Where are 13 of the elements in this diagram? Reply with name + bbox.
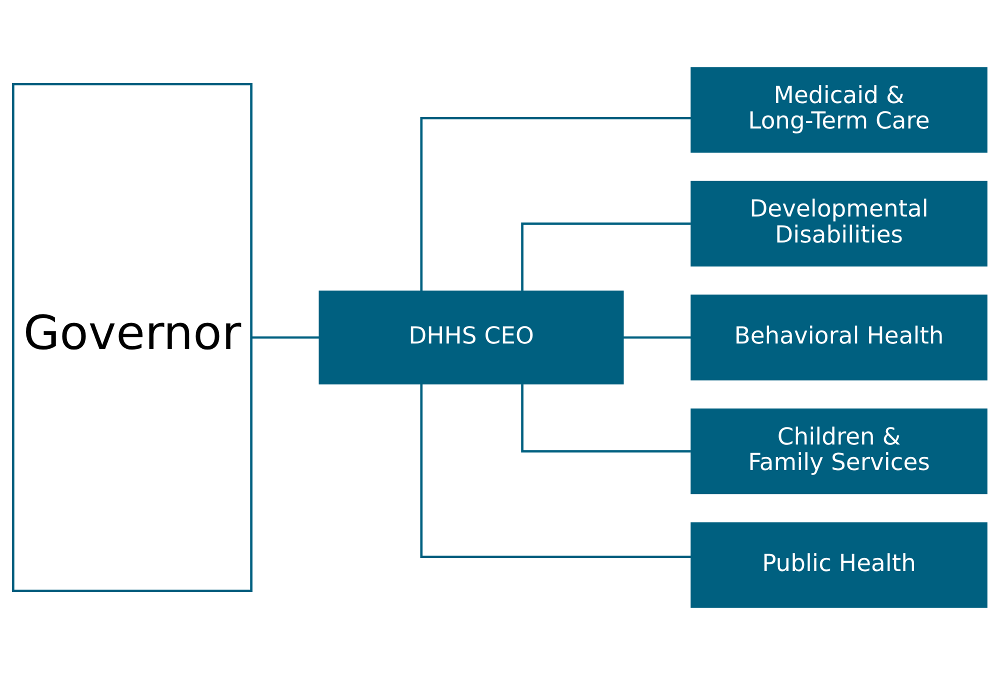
node-box: Children & Family Services	[690, 408, 988, 494]
connector	[624, 336, 692, 339]
connector	[521, 222, 691, 291]
connector	[521, 384, 691, 452]
node-box: Developmental Disabilities	[690, 180, 988, 267]
connector	[420, 116, 692, 291]
node-box: Governor	[12, 82, 252, 592]
node-box: Behavioral Health	[690, 294, 988, 380]
node-box: Medicaid & Long-Term Care	[690, 67, 988, 153]
connector	[252, 336, 320, 339]
connector	[420, 384, 692, 558]
node-box: DHHS CEO	[318, 290, 624, 384]
node-box: Public Health	[690, 522, 988, 608]
